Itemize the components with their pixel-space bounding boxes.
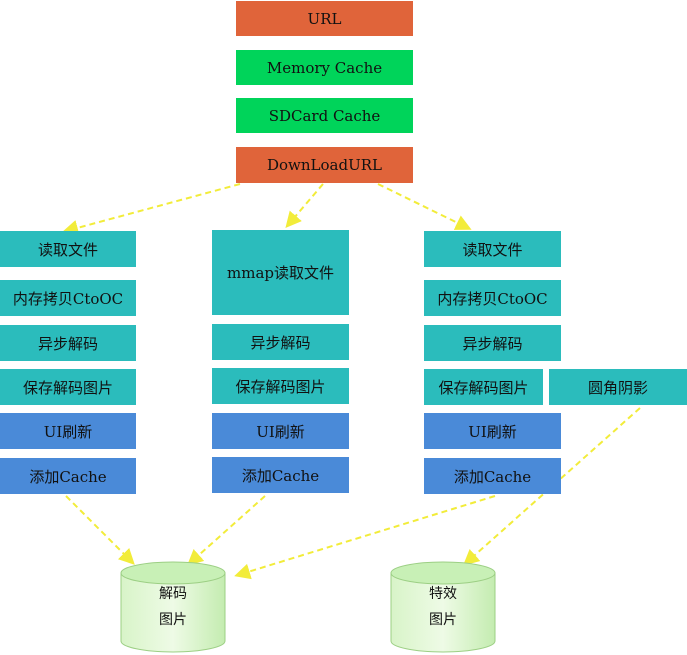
- effects-image-cylinder: [390, 561, 496, 653]
- middle-save-decoded-box: 保存解码图片: [212, 368, 349, 404]
- sdcard-cache-box: SDCard Cache: [236, 98, 413, 133]
- right-async-decode-box: 异步解码: [424, 325, 561, 361]
- middle-add-cache-box: 添加Cache: [212, 457, 349, 493]
- arrow-download-to-right: [377, 183, 472, 230]
- effects-image-label: 特效 图片: [389, 581, 497, 633]
- right-save-decoded-box: 保存解码图片: [424, 369, 543, 405]
- right-memcopy-box: 内存拷贝CtoOC: [424, 280, 561, 316]
- right-read-file-box: 读取文件: [424, 231, 561, 267]
- middle-mmap-read-box: mmap读取文件: [212, 230, 349, 315]
- effects-label-line1: 特效: [429, 586, 457, 602]
- arrow-left-to-decoded: [65, 495, 135, 565]
- download-url-box: DownLoadURL: [236, 147, 413, 183]
- right-add-cache-box: 添加Cache: [424, 458, 561, 494]
- decoded-image-label: 解码 图片: [119, 581, 227, 633]
- left-memcopy-box: 内存拷贝CtoOC: [0, 280, 136, 316]
- decoded-image-cylinder: [120, 561, 226, 653]
- left-ui-refresh-box: UI刷新: [0, 413, 136, 449]
- middle-ui-refresh-box: UI刷新: [212, 413, 349, 449]
- left-add-cache-box: 添加Cache: [0, 458, 136, 494]
- right-rounded-shadow-box: 圆角阴影: [549, 369, 687, 405]
- middle-async-decode-box: 异步解码: [212, 324, 349, 360]
- left-read-file-box: 读取文件: [0, 231, 136, 267]
- left-save-decoded-box: 保存解码图片: [0, 369, 136, 405]
- effects-label-line2: 图片: [429, 612, 457, 628]
- left-async-decode-box: 异步解码: [0, 325, 136, 361]
- arrow-middle-to-decoded: [187, 495, 266, 566]
- memory-cache-box: Memory Cache: [236, 50, 413, 85]
- decoded-label-line1: 解码: [159, 586, 187, 602]
- decoded-label-line2: 图片: [159, 612, 187, 628]
- url-box: URL: [236, 1, 413, 36]
- arrow-download-to-middle: [285, 183, 324, 229]
- right-ui-refresh-box: UI刷新: [424, 413, 561, 449]
- arrow-download-to-left: [62, 183, 241, 236]
